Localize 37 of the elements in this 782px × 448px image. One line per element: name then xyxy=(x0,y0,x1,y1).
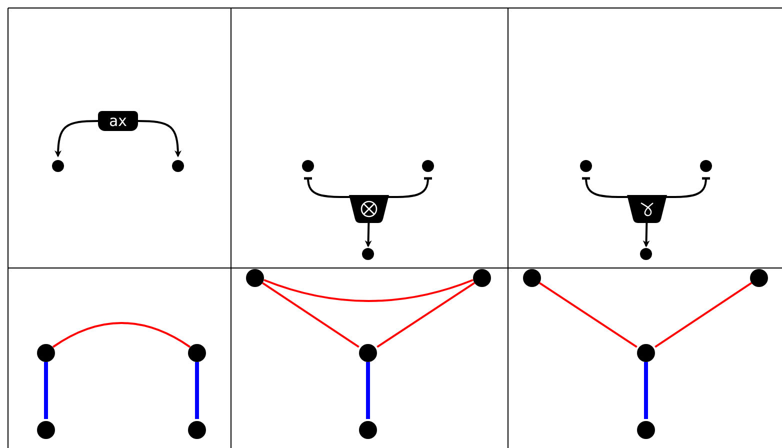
connector-line xyxy=(264,279,474,302)
vertex-dot xyxy=(473,269,491,287)
vertex-dot xyxy=(637,344,655,362)
vertex-dot xyxy=(359,344,377,362)
vertex-dot xyxy=(637,421,655,439)
vertex-dot xyxy=(640,248,652,260)
vertex-dot xyxy=(422,160,434,172)
operator-trapezoid xyxy=(349,195,389,223)
vertex-dot xyxy=(302,160,314,172)
vertex-dot xyxy=(359,421,377,439)
arrow xyxy=(138,120,182,158)
connector-line xyxy=(644,362,648,419)
vertex-dot xyxy=(172,160,184,172)
connector-line xyxy=(366,362,370,419)
operator-label: ax xyxy=(98,111,138,131)
connector-line xyxy=(654,282,752,348)
arrow xyxy=(54,120,98,158)
vertex-dot xyxy=(580,160,592,172)
connector-line xyxy=(376,282,476,348)
connector-line xyxy=(262,282,360,348)
arrow xyxy=(642,222,650,248)
vertex-dot xyxy=(37,421,55,439)
vertex-dot xyxy=(700,160,712,172)
vertex-dot xyxy=(523,269,541,287)
vertex-dot xyxy=(52,160,64,172)
vertex-dot xyxy=(188,344,206,362)
vertex-dot xyxy=(750,269,768,287)
vertex-dot xyxy=(37,344,55,362)
connector-line xyxy=(44,362,48,419)
vertex-dot xyxy=(246,269,264,287)
operator-trapezoid xyxy=(627,195,667,223)
arrow xyxy=(364,222,372,248)
vertex-dot xyxy=(362,248,374,260)
connector-line xyxy=(195,362,199,419)
vertex-dot xyxy=(188,421,206,439)
connector-line xyxy=(538,282,638,348)
connector-line xyxy=(52,322,191,348)
